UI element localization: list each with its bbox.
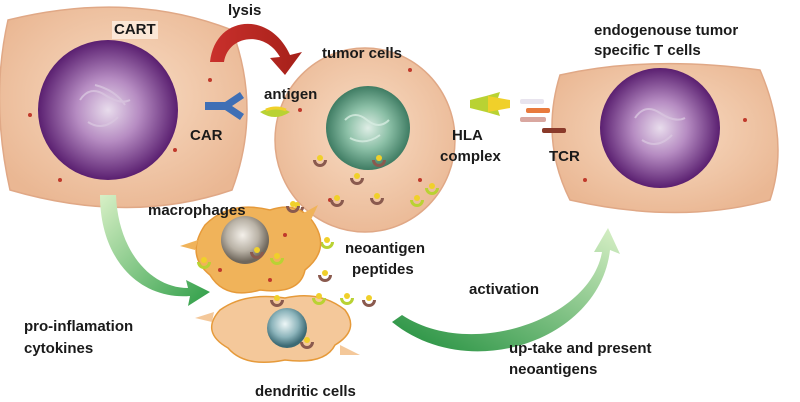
cart-nucleus — [38, 40, 178, 180]
dendritic-cell — [195, 293, 360, 363]
endogenous-t-cells-label-line2: specific T cells — [594, 42, 701, 59]
t-cell-nucleus — [600, 68, 720, 188]
dendritic-nucleus — [267, 308, 307, 348]
hla-complex-icon — [470, 92, 510, 116]
cytokines-label-line1: pro-inflamation — [24, 318, 134, 335]
tumor-nucleus — [326, 86, 410, 170]
cytokines-label-line2: cytokines — [24, 340, 94, 357]
endogenous-t-cells-label-line1: endogenouse tumor — [594, 22, 739, 39]
endogenous-t-cell — [551, 62, 779, 214]
car-receptor-icon — [205, 92, 244, 120]
macrophages-label: macrophages — [148, 202, 246, 219]
uptake-label-line2: neoantigens — [509, 361, 598, 378]
curved-green-arrow-icon — [392, 228, 620, 352]
curved-green-arrow-icon — [100, 195, 210, 306]
tcr-label: TCR — [549, 148, 580, 165]
antigen-icon — [260, 106, 290, 117]
macrophage-cell — [180, 201, 322, 294]
car-label: CAR — [190, 127, 223, 144]
cart-cell — [0, 6, 248, 209]
hla-complex-label-line1: HLA — [452, 127, 483, 144]
activation-label: activation — [469, 281, 540, 298]
hla-complex-label-line2: complex — [440, 148, 501, 165]
dendritic-cells-label: dendritic cells — [255, 383, 356, 400]
cart-label: CART — [112, 21, 158, 39]
antigen-label: antigen — [264, 86, 318, 103]
uptake-label-line1: up-take and present — [509, 340, 652, 357]
neoantigen-peptides-label-line1: neoantigen — [345, 240, 426, 257]
lysis-label: lysis — [228, 2, 262, 19]
tumor-cell — [274, 47, 456, 233]
curved-red-arrow-icon — [210, 23, 302, 75]
tumor-cells-label: tumor cells — [322, 45, 403, 62]
neoantigen-peptides-label-line2: peptides — [352, 261, 414, 278]
tcr-receptor-icon — [520, 99, 566, 133]
